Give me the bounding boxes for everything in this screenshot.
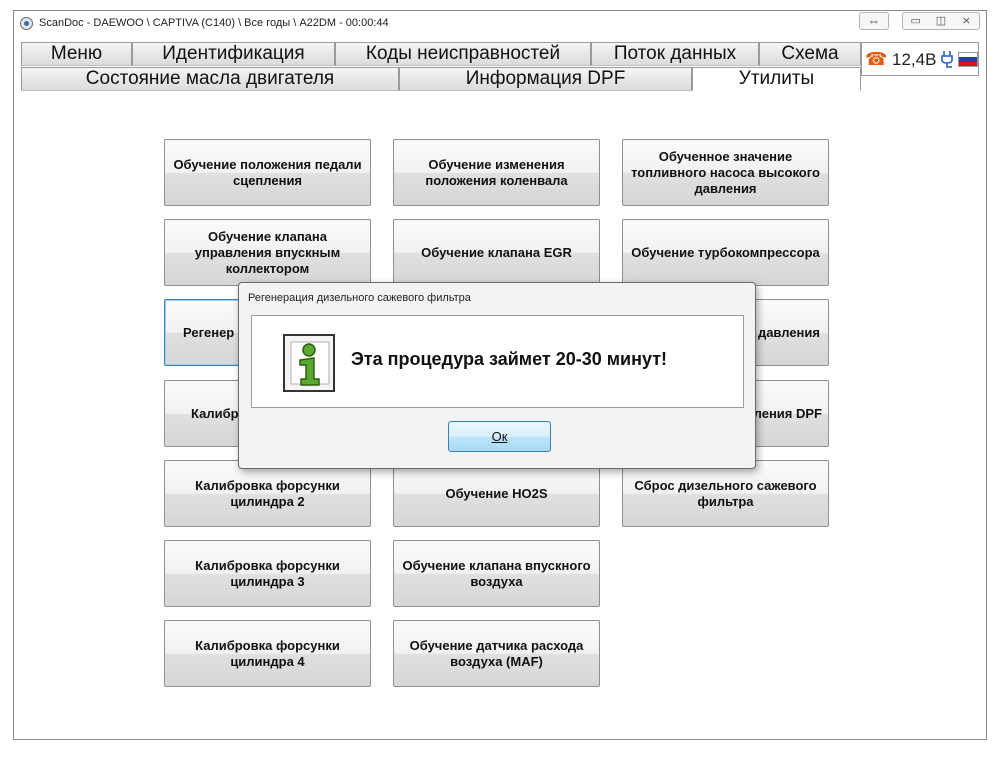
dialog-message-panel: Эта процедура займет 20-30 минут!	[251, 315, 744, 408]
russia-flag-icon	[958, 52, 978, 67]
injector-cyl3-calibration-button[interactable]: Калибровка форсунки цилиндра 3	[164, 540, 371, 607]
app-window: ScanDoc - DAEWOO \ CAPTIVA (C140) \ Все …	[13, 10, 987, 740]
title-bar[interactable]: ScanDoc - DAEWOO \ CAPTIVA (C140) \ Все …	[14, 11, 986, 37]
window-controls: ▭ ◫ ⨯	[902, 12, 980, 30]
window-title: ScanDoc - DAEWOO \ CAPTIVA (C140) \ Все …	[39, 17, 389, 29]
tab-engine-oil-state[interactable]: Состояние масла двигателя	[21, 67, 399, 91]
dpf-regeneration-dialog: Регенерация дизельного сажевого фильтра …	[238, 282, 756, 469]
hp-fuel-pump-learned-value-button[interactable]: Обученное значение топливного насоса выс…	[622, 139, 829, 206]
ho2s-learn-button[interactable]: Обучение HO2S	[393, 460, 600, 527]
ok-button[interactable]: Ок	[448, 421, 551, 452]
snap-icon[interactable]: ⇔	[859, 12, 889, 30]
tab-fault-codes[interactable]: Коды неисправностей	[335, 42, 591, 66]
maf-sensor-learn-button[interactable]: Обучение датчика расхода воздуха (MAF)	[393, 620, 600, 687]
dialog-title: Регенерация дизельного сажевого фильтра	[248, 292, 471, 304]
crankshaft-variation-learn-button[interactable]: Обучение изменения положения коленвала	[393, 139, 600, 206]
dialog-message: Эта процедура займет 20-30 минут!	[351, 349, 668, 369]
egr-valve-learn-button[interactable]: Обучение клапана EGR	[393, 219, 600, 286]
minimize-button[interactable]: ▭	[910, 15, 921, 27]
tab-dpf-info[interactable]: Информация DPF	[399, 67, 692, 91]
clutch-pedal-learn-button[interactable]: Обучение положения педали сцепления	[164, 139, 371, 206]
dpf-reset-button[interactable]: Сброс дизельного сажевого фильтра	[622, 460, 829, 527]
turbocharger-learn-button[interactable]: Обучение турбокомпрессора	[622, 219, 829, 286]
injector-cyl4-calibration-button[interactable]: Калибровка форсунки цилиндра 4	[164, 620, 371, 687]
maximize-button[interactable]: ◫	[935, 15, 947, 27]
tab-identification[interactable]: Идентификация	[132, 42, 335, 66]
battery-voltage: 12,4В	[892, 50, 937, 69]
injector-cyl2-calibration-button[interactable]: Калибровка форсунки цилиндра 2	[164, 460, 371, 527]
app-icon	[20, 17, 33, 30]
phone-icon[interactable]: ☎	[865, 49, 888, 69]
status-area: ☎ 12,4В	[861, 42, 979, 76]
intake-manifold-valve-learn-button[interactable]: Обучение клапана управления впускным кол…	[164, 219, 371, 286]
close-button[interactable]: ⨯	[961, 15, 971, 27]
intake-air-valve-learn-button[interactable]: Обучение клапана впускного воздуха	[393, 540, 600, 607]
tab-menu[interactable]: Меню	[21, 42, 132, 66]
ok-button-label: Ок	[491, 429, 508, 444]
plug-icon	[941, 51, 953, 68]
tab-scheme[interactable]: Схема	[759, 42, 861, 66]
tab-data-stream[interactable]: Поток данных	[591, 42, 759, 66]
tab-utilities[interactable]: Утилиты	[692, 67, 861, 91]
info-icon	[283, 334, 335, 392]
